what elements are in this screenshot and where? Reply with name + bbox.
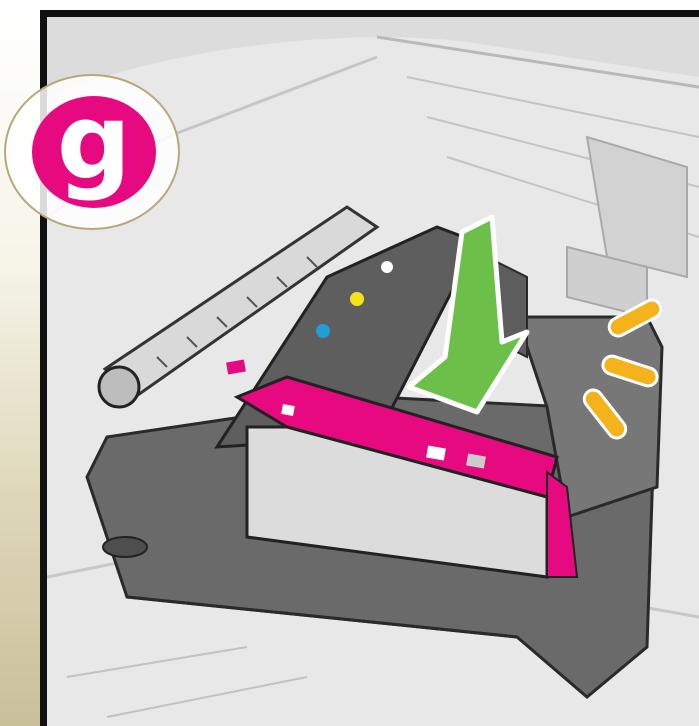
ink-slot-dot-yellow bbox=[350, 292, 364, 306]
roller-end-cap bbox=[97, 365, 141, 409]
down-arrow-icon bbox=[406, 214, 530, 415]
roller-teeth bbox=[156, 256, 318, 368]
cartridge-label-dot-1 bbox=[426, 445, 446, 461]
cartridge-label-dot-2 bbox=[466, 453, 486, 469]
printer-rail-top bbox=[376, 35, 699, 89]
cartridge-label-dot-3 bbox=[281, 404, 295, 416]
printer-gear-housing bbox=[585, 135, 688, 279]
step-badge: g bbox=[4, 74, 180, 230]
printer-carriage-illustration bbox=[47, 17, 699, 726]
step-badge-circle bbox=[32, 96, 156, 208]
illustration-frame bbox=[40, 10, 699, 726]
ink-slot-dot-black bbox=[381, 261, 393, 273]
ink-slot-dot-cyan bbox=[316, 324, 330, 338]
carriage-screw bbox=[102, 536, 148, 558]
carriage-base-edge bbox=[126, 595, 518, 639]
click-indicator-icon bbox=[582, 298, 663, 440]
step-letter: g bbox=[56, 81, 132, 203]
ink-slot-dot-magenta bbox=[226, 359, 246, 375]
cartridge-tab bbox=[546, 470, 579, 578]
printer-paper-guides bbox=[66, 646, 308, 718]
